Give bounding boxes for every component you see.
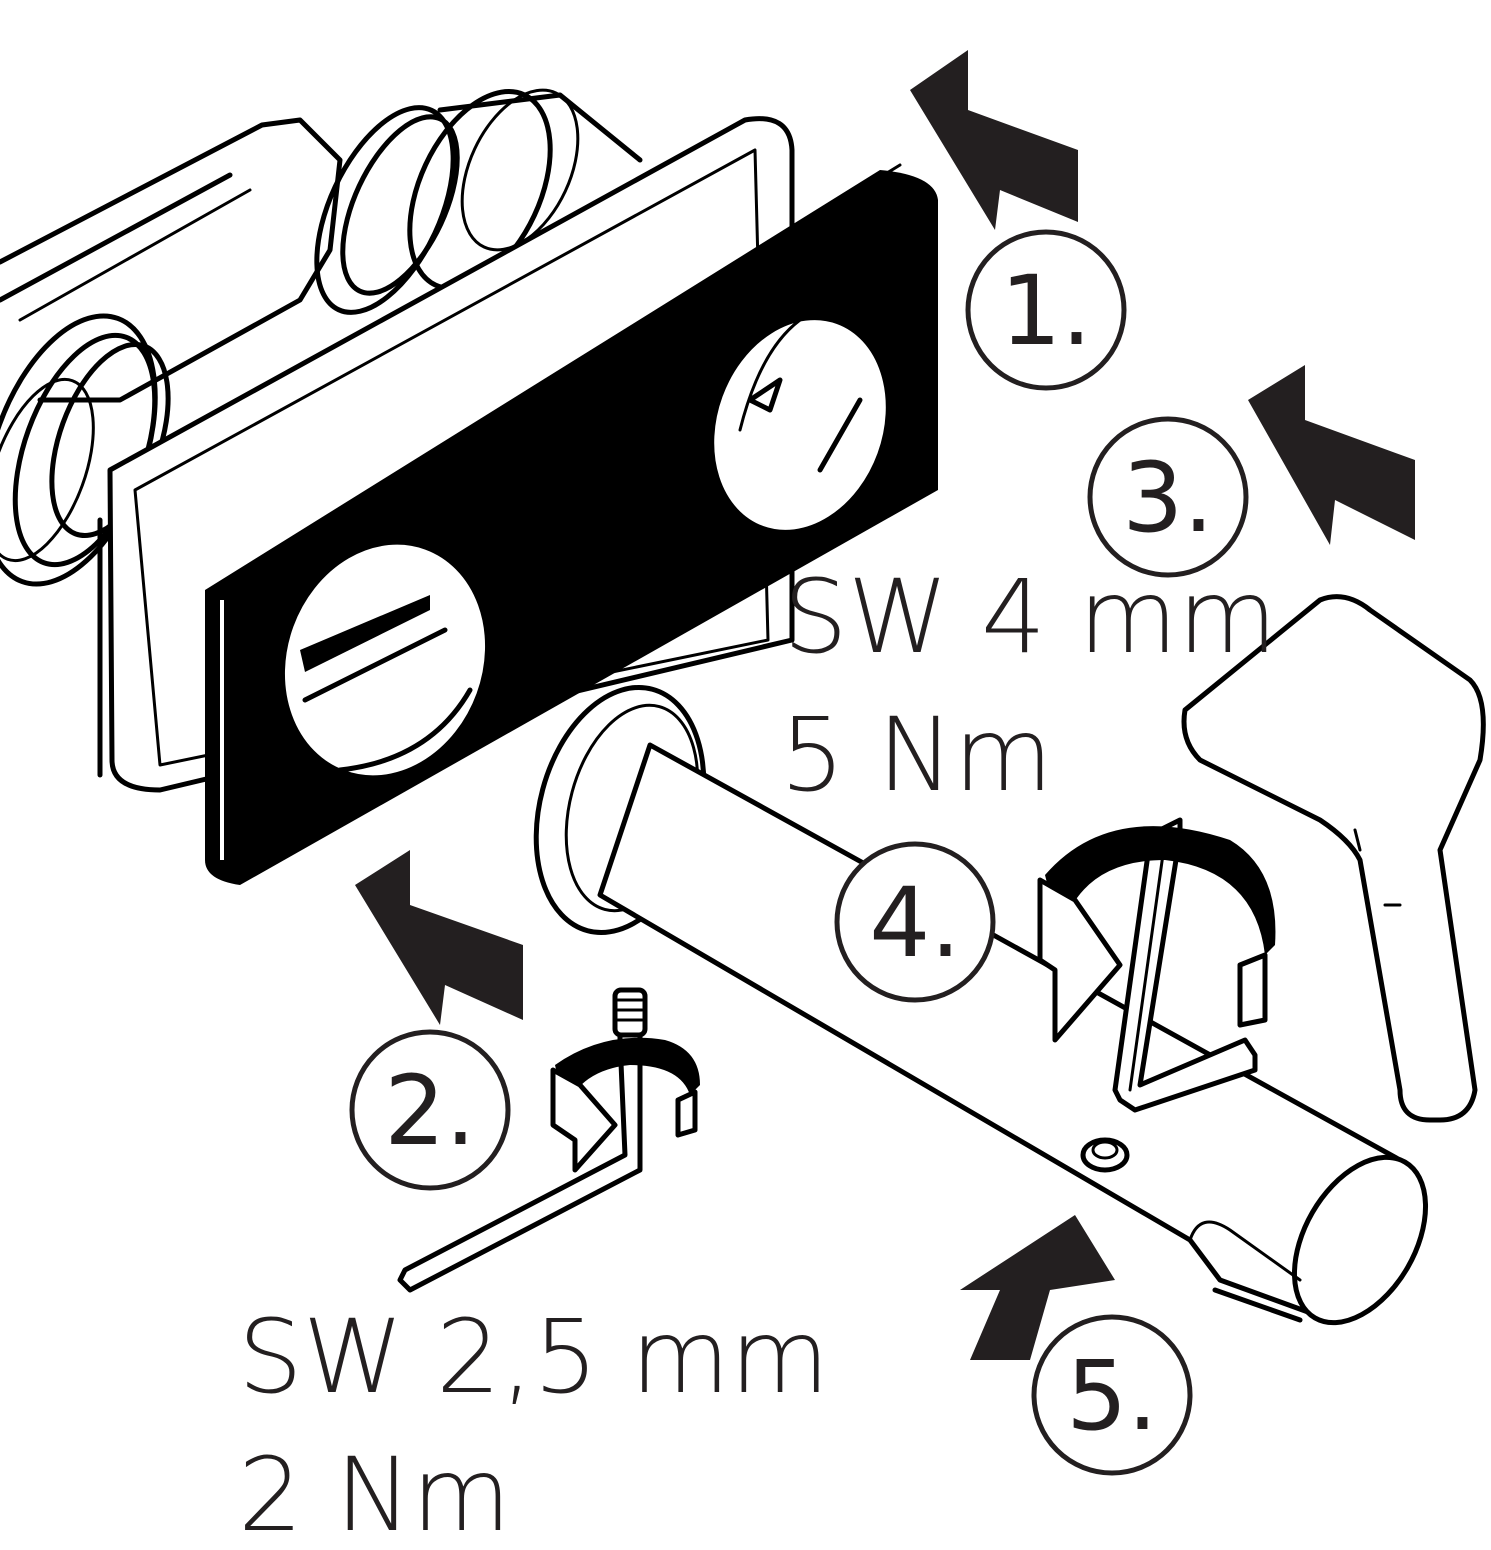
arrow-step-1 [910, 50, 1078, 230]
arrow-step-2 [355, 850, 523, 1025]
step-badge-3: 3. [1087, 416, 1249, 578]
rotation-ring-large [1037, 826, 1276, 1043]
step-label-4: 4. [869, 867, 961, 979]
wrench-small-torque-label: 2 Nm [238, 1436, 511, 1550]
step-label-5: 5. [1066, 1340, 1158, 1452]
step-badge-4: 4. [834, 841, 996, 1003]
step-badge-2: 2. [349, 1029, 511, 1191]
wrench-large-size-label: SW 4 mm [783, 558, 1277, 677]
wrench-large-torque-label: 5 Nm [780, 696, 1053, 815]
arrow-step-5 [960, 1215, 1115, 1360]
step-label-2: 2. [384, 1055, 476, 1167]
lever-handle [1181, 594, 1486, 1123]
step-label-3: 3. [1122, 442, 1214, 554]
cover-plate [205, 163, 938, 885]
step-label-1: 1. [1000, 255, 1092, 367]
spout [533, 684, 1429, 1326]
step-badge-5: 5. [1031, 1314, 1193, 1476]
wrench-small-size-label: SW 2,5 mm [238, 1298, 829, 1417]
step-badge-1: 1. [965, 229, 1127, 391]
rotation-ring-small [550, 1037, 700, 1173]
arrow-step-3 [1248, 365, 1415, 545]
